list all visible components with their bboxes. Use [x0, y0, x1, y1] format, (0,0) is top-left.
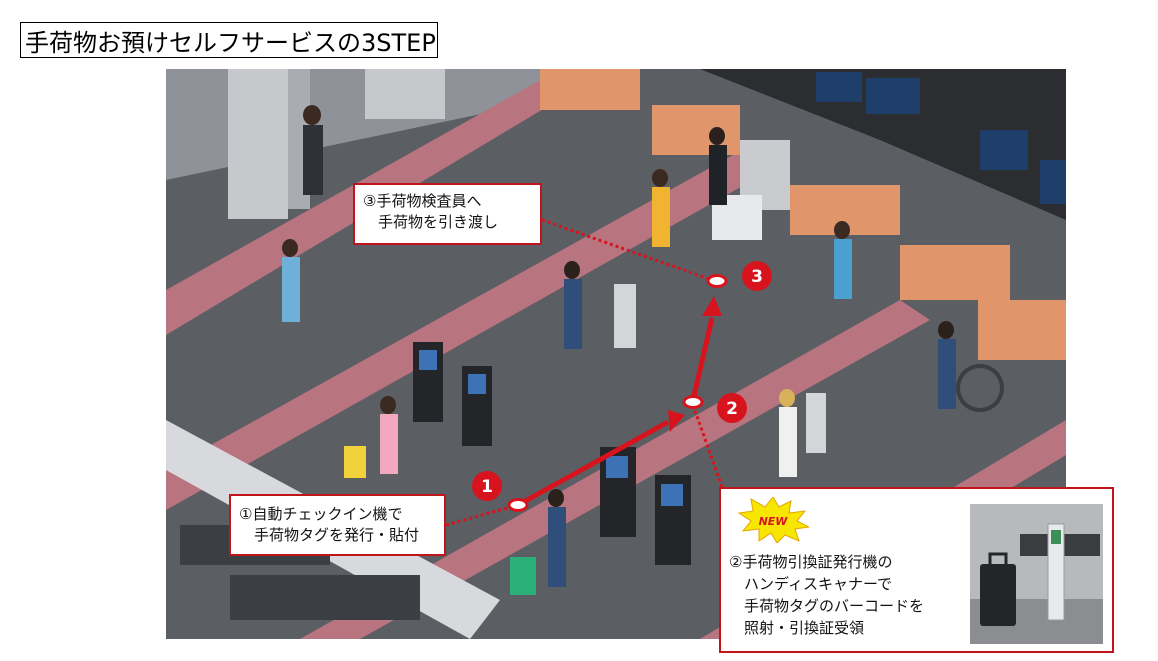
step-marker-1: 1	[472, 471, 529, 512]
step-2-line-4: 照射・引換証受領	[729, 619, 865, 637]
step-2-line-1: ②手荷物引換証発行機の	[729, 553, 893, 571]
new-badge-label: NEW	[759, 515, 789, 528]
step-1-line-2: 手荷物タグを発行・貼付	[239, 526, 420, 544]
step-1-line-1: ①自動チェックイン機で	[239, 505, 403, 523]
step-3-line-2: 手荷物を引き渡し	[363, 213, 499, 231]
step-number-1: 1	[481, 477, 493, 497]
step-3-callout: ③手荷物検査員へ 手荷物を引き渡し	[353, 183, 542, 245]
step-3-line-1: ③手荷物検査員へ	[363, 192, 482, 210]
page-title: 手荷物お預けセルフサービスの3STEP	[20, 22, 438, 58]
tag-issuing-machine-photo	[970, 504, 1103, 644]
step-marker-2: 2	[682, 393, 747, 423]
step-2-line-2: ハンディスキャナーで	[729, 575, 893, 593]
new-burst-icon: NEW	[737, 497, 809, 543]
leader-line-2	[691, 404, 724, 488]
step-number-2: 2	[726, 399, 738, 419]
step-marker-3: 3	[706, 261, 772, 291]
route-arrows	[516, 296, 722, 508]
step-number-3: 3	[751, 267, 763, 287]
step-2-text: ②手荷物引換証発行機の ハンディスキャナーで 手荷物タグのバーコードを 照射・引…	[729, 551, 924, 639]
step-2-line-3: 手荷物タグのバーコードを	[729, 597, 925, 615]
step-1-callout: ①自動チェックイン機で 手荷物タグを発行・貼付	[229, 494, 446, 556]
leader-line-3	[541, 218, 716, 283]
leader-line-1	[445, 503, 519, 527]
step-2-callout: NEW ②手荷物引換証発行機の ハンディスキャナーで 手荷物タグのバーコードを …	[719, 487, 1114, 653]
